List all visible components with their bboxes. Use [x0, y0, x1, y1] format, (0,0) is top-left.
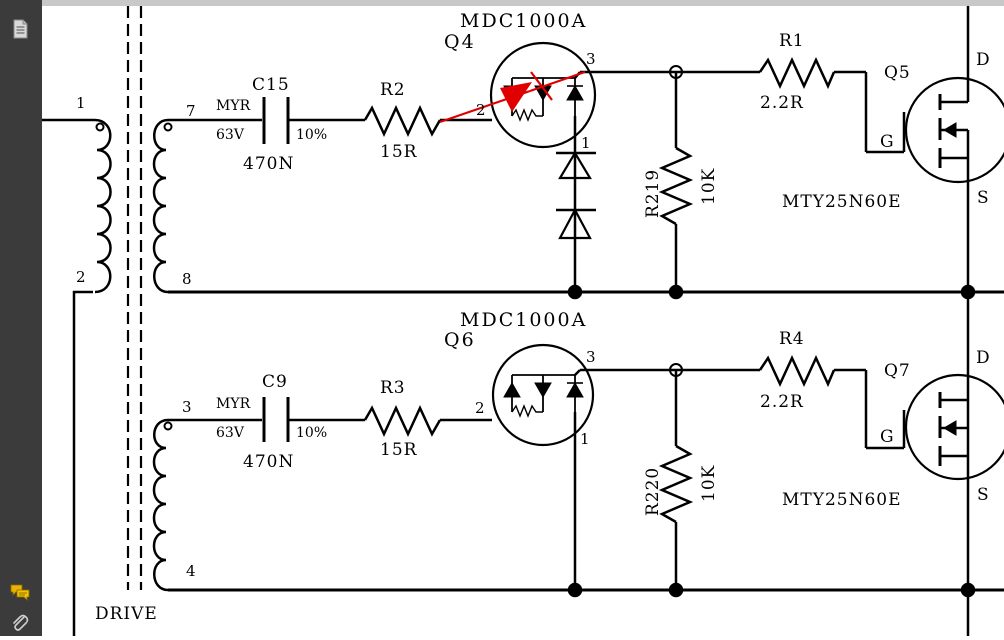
q7-pin-s: S [977, 485, 990, 505]
transformer-pin-7: 7 [186, 102, 196, 120]
c15-ref: C15 [252, 75, 290, 95]
r3-ref: R3 [380, 378, 406, 398]
bottom-stage-wiring [168, 343, 1004, 592]
q7-pin-g: G [880, 427, 895, 447]
c15-type: MYR [216, 98, 251, 114]
q4-pin-1: 1 [581, 134, 591, 152]
schematic-drawing: 1 2 7 8 3 4 DRIVE MDC1000A Q4 3 2 1 C15 … [42, 6, 1004, 636]
c9-value: 470N [243, 452, 294, 472]
c9-voltage: 63V [216, 425, 245, 441]
q4-ref: Q4 [444, 31, 476, 53]
transformer-pin-8: 8 [182, 270, 192, 288]
q5-pin-d: D [976, 50, 991, 70]
r2-value: 15R [380, 142, 418, 162]
r4-value: 2.2R [760, 392, 804, 412]
drive-transformer [42, 6, 173, 636]
q6-pin-3: 3 [586, 348, 596, 366]
q5-ref: Q5 [884, 63, 911, 83]
q5-pin-g: G [880, 132, 895, 152]
transformer-pin-2: 2 [76, 268, 86, 286]
c9-ref: C9 [262, 372, 288, 392]
viewer-top-edge [42, 0, 1004, 6]
c15-voltage: 63V [216, 127, 245, 143]
q7-pin-d: D [976, 348, 991, 368]
red-arrow-annotation[interactable] [439, 70, 586, 124]
c15-value: 470N [243, 154, 294, 174]
page-thumbnails-icon[interactable] [9, 18, 31, 40]
c9-tolerance: 10% [296, 425, 327, 441]
r219-value: 10K [699, 168, 719, 205]
q4-pin-3: 3 [586, 50, 596, 68]
r220-value: 10K [699, 465, 719, 502]
document-page[interactable]: 1 2 7 8 3 4 DRIVE MDC1000A Q4 3 2 1 C15 … [42, 6, 1004, 640]
transformer-pin-3: 3 [182, 398, 192, 416]
q5-pin-s: S [977, 188, 990, 208]
q6-pin-2: 2 [475, 399, 485, 417]
junction-dots [567, 65, 976, 598]
r4-ref: R4 [779, 329, 805, 349]
q6-ref: Q6 [444, 329, 476, 351]
q5-part: MTY25N60E [782, 192, 902, 212]
q6-pin-1: 1 [580, 430, 590, 448]
q6-part-name: MDC1000A [460, 309, 587, 331]
r219-ref: R219 [643, 169, 663, 218]
comments-icon[interactable] [9, 581, 31, 603]
q4-part-name: MDC1000A [460, 10, 587, 32]
r2-ref: R2 [380, 80, 406, 100]
q4-pin-2: 2 [476, 101, 486, 119]
sidebar-toolbar [0, 0, 42, 636]
c9-type: MYR [216, 396, 251, 412]
q7-ref: Q7 [884, 361, 911, 381]
r1-value: 2.2R [760, 93, 804, 113]
r220-ref: R220 [643, 467, 663, 516]
transformer-pin-4: 4 [186, 562, 196, 580]
transformer-pin-1: 1 [76, 94, 86, 112]
r1-ref: R1 [779, 31, 805, 51]
c15-tolerance: 10% [296, 127, 327, 143]
r3-value: 15R [380, 440, 418, 460]
transformer-label: DRIVE [95, 604, 158, 624]
q7-part: MTY25N60E [782, 490, 902, 510]
attachments-icon[interactable] [9, 612, 31, 634]
